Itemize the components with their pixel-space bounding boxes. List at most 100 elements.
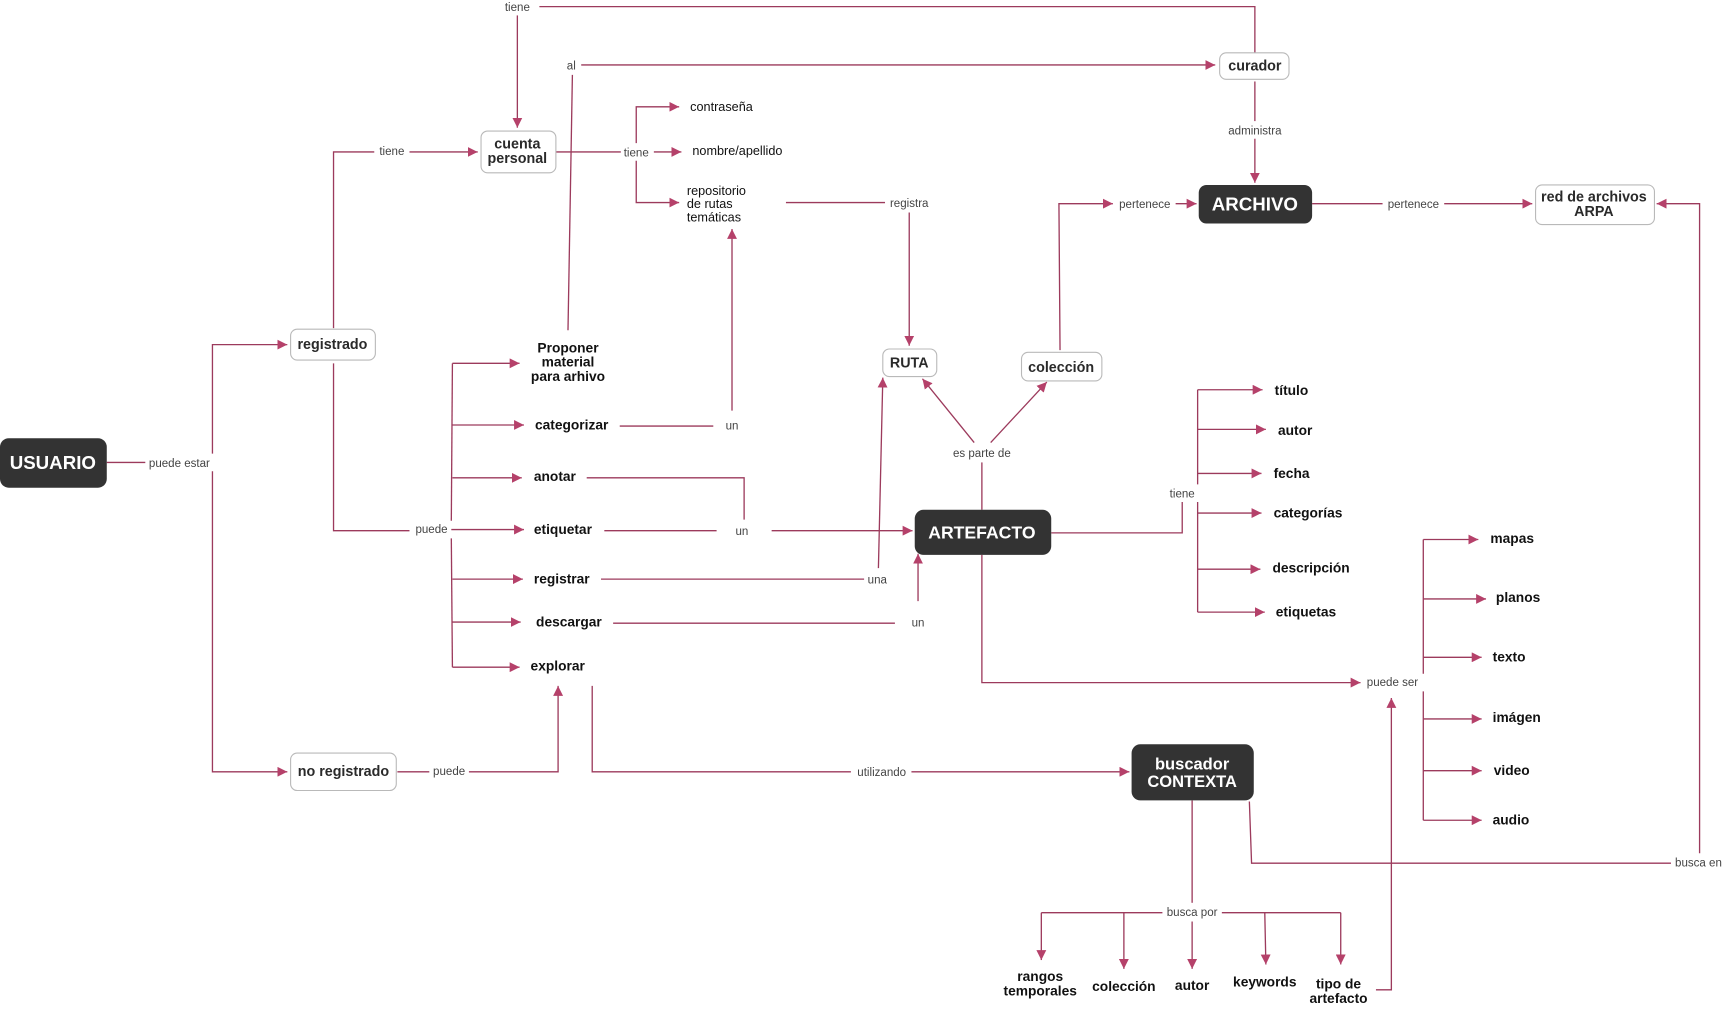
node-buscador-line1: buscador bbox=[1155, 756, 1230, 774]
node-type-texto[interactable]: texto bbox=[1493, 650, 1526, 665]
node-attr-titulo[interactable]: título bbox=[1275, 383, 1309, 398]
node-categorizar[interactable]: categorizar bbox=[535, 417, 609, 432]
link-puede-registrado: puede bbox=[415, 524, 447, 536]
node-type-mapas[interactable]: mapas bbox=[1490, 531, 1534, 546]
node-red-line1: red de archivos bbox=[1541, 189, 1647, 205]
link-un-categorizar: un bbox=[726, 420, 739, 432]
nodes: USUARIO ARCHIVO ARTEFACTO buscador CONTE… bbox=[0, 52, 1656, 1006]
edge-puede-explorar-noreg bbox=[468, 685, 564, 773]
link-utilizando: utilizando bbox=[857, 767, 906, 779]
link-es-parte-de: es parte de bbox=[953, 448, 1011, 460]
edge-puede-estar-registrado bbox=[211, 339, 288, 454]
edge-curador-tiene bbox=[539, 5, 1256, 53]
node-curador-label: curador bbox=[1228, 58, 1282, 74]
edge-tiene-repositorio bbox=[635, 160, 680, 208]
node-tipo-line2: artefacto bbox=[1309, 991, 1367, 1006]
node-ruta-label: RUTA bbox=[890, 356, 929, 372]
node-ruta[interactable]: RUTA bbox=[882, 348, 938, 378]
node-registrado-label: registrado bbox=[297, 337, 367, 353]
node-type-video[interactable]: video bbox=[1494, 763, 1530, 778]
node-type-planos[interactable]: planos bbox=[1496, 590, 1541, 605]
link-tiene-top: tiene bbox=[505, 2, 530, 14]
link-un-etiquetar: un bbox=[735, 526, 748, 538]
node-repo-line1: repositorio bbox=[687, 184, 746, 198]
node-search-keywords[interactable]: keywords bbox=[1233, 974, 1297, 989]
node-search-rangos[interactable]: rangos temporales bbox=[1004, 969, 1078, 998]
edge-registrado-puede bbox=[332, 363, 410, 532]
node-registrado[interactable]: registrado bbox=[290, 328, 376, 361]
link-busca-por: busca por bbox=[1167, 907, 1218, 919]
node-cuenta-line2: personal bbox=[488, 151, 548, 167]
edge-puede-estar-noregistrado bbox=[211, 471, 288, 777]
edge-registrado-tiene bbox=[332, 151, 375, 329]
node-nombre-apellido[interactable]: nombre/apellido bbox=[692, 144, 782, 158]
link-tiene-artefacto: tiene bbox=[1170, 489, 1195, 501]
edge-artefacto-tiene bbox=[1051, 502, 1183, 534]
edge-tiene-contrasena bbox=[635, 101, 680, 144]
edge-coleccion-pertenece bbox=[1058, 198, 1113, 351]
node-type-audio[interactable]: audio bbox=[1493, 813, 1530, 828]
link-al: al bbox=[567, 60, 576, 72]
link-labels: tiene al tiene tiene registra administra… bbox=[149, 2, 1722, 919]
node-attr-fecha[interactable]: fecha bbox=[1274, 466, 1310, 481]
node-coleccion[interactable]: colección bbox=[1020, 351, 1103, 382]
node-proponer-line3: para arhivo bbox=[531, 369, 605, 384]
link-tiene-cuenta: tiene bbox=[624, 147, 649, 159]
node-usuario[interactable]: USUARIO bbox=[0, 438, 107, 488]
node-curador[interactable]: curador bbox=[1219, 52, 1290, 80]
edge-proponer-al bbox=[567, 74, 574, 331]
node-type-imagen[interactable]: imágen bbox=[1493, 710, 1541, 725]
node-red-arpa[interactable]: red de archivos ARPA bbox=[1535, 184, 1656, 226]
node-contrasena[interactable]: contraseña bbox=[690, 100, 754, 114]
link-busca-en: busca en bbox=[1675, 857, 1722, 869]
link-una-registrar: una bbox=[868, 575, 888, 587]
node-anotar[interactable]: anotar bbox=[534, 469, 577, 484]
node-search-autor[interactable]: autor bbox=[1175, 978, 1210, 993]
node-tipo-line1: tipo de bbox=[1316, 977, 1361, 992]
node-proponer-line1: Proponer bbox=[537, 340, 599, 355]
node-attr-descripcion[interactable]: descripción bbox=[1272, 561, 1349, 576]
node-archivo[interactable]: ARCHIVO bbox=[1198, 184, 1313, 224]
edges bbox=[106, 5, 1701, 991]
node-search-tipo[interactable]: tipo de artefacto bbox=[1309, 977, 1367, 1006]
node-repo-line2: de rutas bbox=[687, 197, 733, 211]
node-explorar[interactable]: explorar bbox=[531, 658, 586, 673]
node-cuenta-personal[interactable]: cuenta personal bbox=[480, 130, 557, 174]
node-proponer-line2: material bbox=[542, 355, 595, 370]
node-red-line2: ARPA bbox=[1574, 204, 1613, 220]
node-artefacto-label: ARTEFACTO bbox=[928, 522, 1035, 542]
link-un-descargar: un bbox=[912, 617, 925, 629]
node-no-registrado[interactable]: no registrado bbox=[290, 752, 397, 792]
node-descargar[interactable]: descargar bbox=[536, 614, 602, 629]
link-puede-ser: puede ser bbox=[1367, 677, 1419, 689]
link-puede-no-registrado: puede bbox=[433, 766, 465, 778]
edge-busca-en-red bbox=[1656, 198, 1701, 854]
node-search-coleccion[interactable]: colección bbox=[1092, 979, 1155, 994]
node-rangos-line2: temporales bbox=[1004, 983, 1078, 998]
node-registrar[interactable]: registrar bbox=[534, 572, 590, 587]
link-pertenece-coleccion: pertenece bbox=[1119, 199, 1170, 211]
node-repositorio[interactable]: repositorio de rutas temáticas bbox=[687, 184, 746, 224]
node-etiquetar[interactable]: etiquetar bbox=[534, 522, 593, 537]
edge-artefacto-puede-ser bbox=[981, 554, 1361, 688]
link-registra: registra bbox=[890, 198, 929, 210]
edge-puede-branch-down bbox=[450, 538, 454, 668]
node-cuenta-line1: cuenta bbox=[494, 137, 541, 153]
edge-anotar-un bbox=[586, 477, 745, 520]
edge-buscador-busca-en bbox=[1248, 801, 1671, 864]
node-artefacto[interactable]: ARTEFACTO bbox=[914, 509, 1052, 555]
node-attr-autor[interactable]: autor bbox=[1278, 423, 1313, 438]
node-attr-categorias[interactable]: categorías bbox=[1274, 505, 1343, 520]
node-buscador-contexta[interactable]: buscador CONTEXTA bbox=[1131, 744, 1254, 801]
link-puede-estar: puede estar bbox=[149, 458, 210, 470]
node-buscador-line2: CONTEXTA bbox=[1147, 773, 1237, 791]
node-attr-etiquetas[interactable]: etiquetas bbox=[1276, 605, 1337, 620]
edge-esparte-coleccion bbox=[990, 381, 1048, 444]
link-pertenece-archivo: pertenece bbox=[1388, 199, 1439, 211]
edge-una-ruta bbox=[877, 377, 888, 569]
node-archivo-label: ARCHIVO bbox=[1212, 193, 1298, 214]
node-proponer[interactable]: Proponer material para arhivo bbox=[531, 340, 605, 384]
node-usuario-label: USUARIO bbox=[10, 452, 96, 473]
edge-puede-branch-up bbox=[450, 363, 454, 521]
